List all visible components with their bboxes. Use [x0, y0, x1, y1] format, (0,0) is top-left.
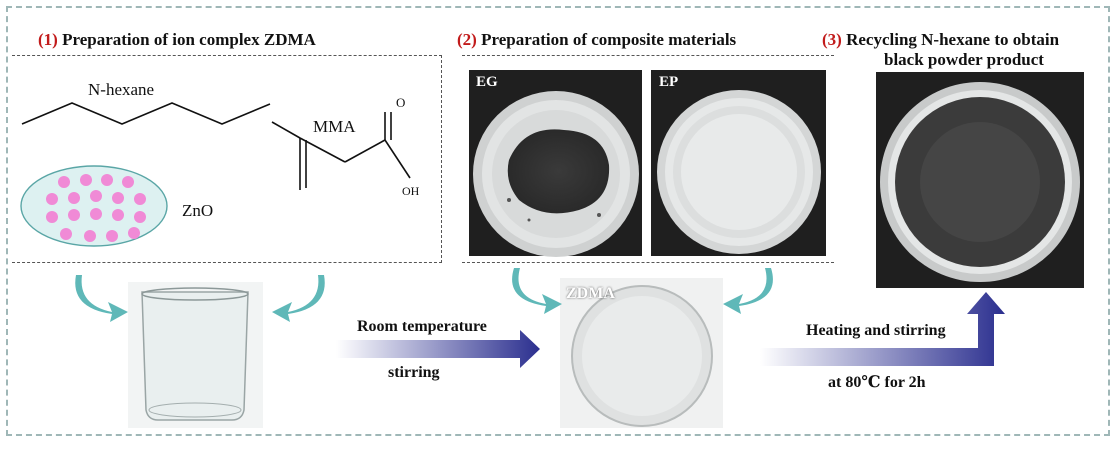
heating-condition-label: at 80℃ for 2h	[828, 372, 926, 392]
heating-label: Heating and stirring	[806, 322, 946, 340]
